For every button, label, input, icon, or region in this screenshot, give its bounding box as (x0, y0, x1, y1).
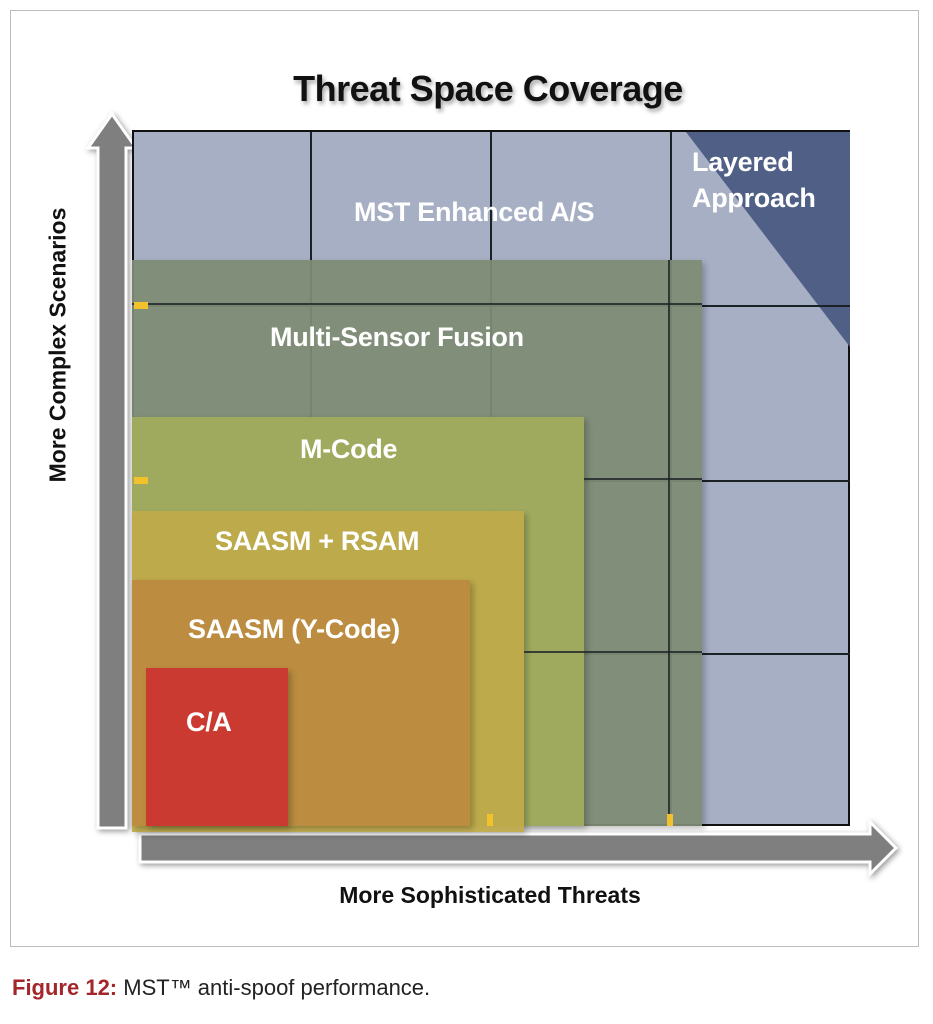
figure-caption: Figure 12: MST™ anti-spoof performance. (12, 975, 430, 1001)
tick-x2 (667, 814, 673, 826)
grid-line-overlay-h2 (584, 478, 702, 480)
label-saasm-y-code: SAASM (Y-Code) (188, 614, 400, 644)
y-axis-label: More Complex Scenarios (44, 207, 71, 483)
grid-line-overlay-v3 (668, 260, 670, 826)
label-saasm-rsam: SAASM + RSAM (215, 526, 420, 556)
tick-y1 (134, 302, 148, 309)
figure-frame (10, 10, 919, 947)
x-axis-label: More Sophisticated Threats (339, 882, 641, 908)
label-m-code: M-Code (300, 434, 398, 464)
grid-line-overlay-h1 (132, 303, 702, 305)
x-arrow-shape (138, 818, 899, 878)
label-layered-approach: Layered Approach (692, 147, 816, 213)
grid-line-overlay-h3 (524, 651, 702, 653)
region-c-a (146, 668, 288, 826)
label-c-a: C/A (186, 707, 232, 737)
caption-text: MST™ anti-spoof performance. (117, 975, 431, 1000)
caption-figure-number: Figure 12: (12, 975, 118, 1000)
tick-y2 (134, 477, 148, 484)
label-multi-sensor-fusion: Multi-Sensor Fusion (270, 322, 524, 352)
y-arrow-shape (85, 111, 139, 830)
label-mst-enhanced: MST Enhanced A/S (354, 197, 595, 227)
diagram-title: Threat Space Coverage (293, 68, 683, 109)
layered-approach-triangle (686, 132, 850, 347)
tick-x1 (487, 814, 493, 826)
